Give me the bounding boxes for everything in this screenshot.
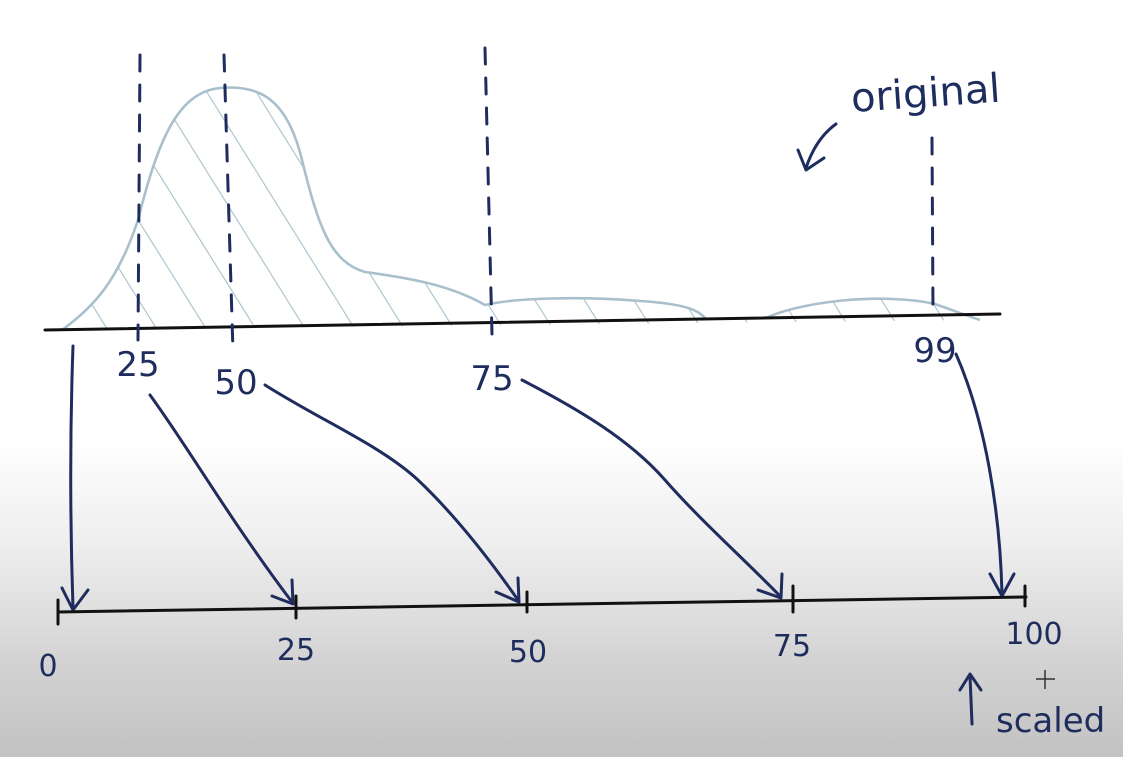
percentile-75-dashed-line	[483, 46, 494, 337]
original-tick-label-75: 75	[470, 359, 513, 399]
original-tick-label-50: 50	[214, 363, 257, 403]
mapping-arrow-25-to-25	[148, 393, 295, 606]
scaled-tick-label-75: 75	[773, 629, 811, 664]
crosshair-cursor-icon	[1036, 670, 1055, 689]
original-axis-line	[43, 312, 1002, 332]
percentile-25-dashed-line	[136, 53, 142, 342]
original-pointer-arrowhead	[796, 148, 826, 172]
scaled-label: scaled	[996, 701, 1105, 741]
mapping-arrow-0-to-0	[60, 344, 90, 612]
original-label: original	[849, 66, 1001, 122]
scaled-pointer-arrow	[968, 674, 974, 726]
scaled-pointer-arrowhead	[958, 672, 983, 692]
mapping-arrow-75-to-75	[520, 378, 784, 600]
scaled-axis-line	[56, 595, 1028, 614]
original-tick-label-25: 25	[116, 345, 159, 385]
mapping-arrow-50-to-50	[263, 383, 521, 604]
mapping-arrow-99-to-100	[954, 352, 1016, 598]
percentile-99-dashed-line	[930, 136, 935, 314]
scaled-tick-label-0: 0	[38, 649, 57, 684]
scaled-tick-label-50: 50	[509, 635, 547, 670]
scaled-tick-label-25: 25	[277, 633, 315, 668]
original-density-curve	[61, 86, 706, 332]
percentile-50-dashed-line	[222, 53, 235, 354]
scaled-tick-label-100: 100	[1005, 617, 1062, 652]
original-tick-label-99: 99	[913, 331, 956, 371]
original-pointer-arrow	[804, 122, 838, 170]
